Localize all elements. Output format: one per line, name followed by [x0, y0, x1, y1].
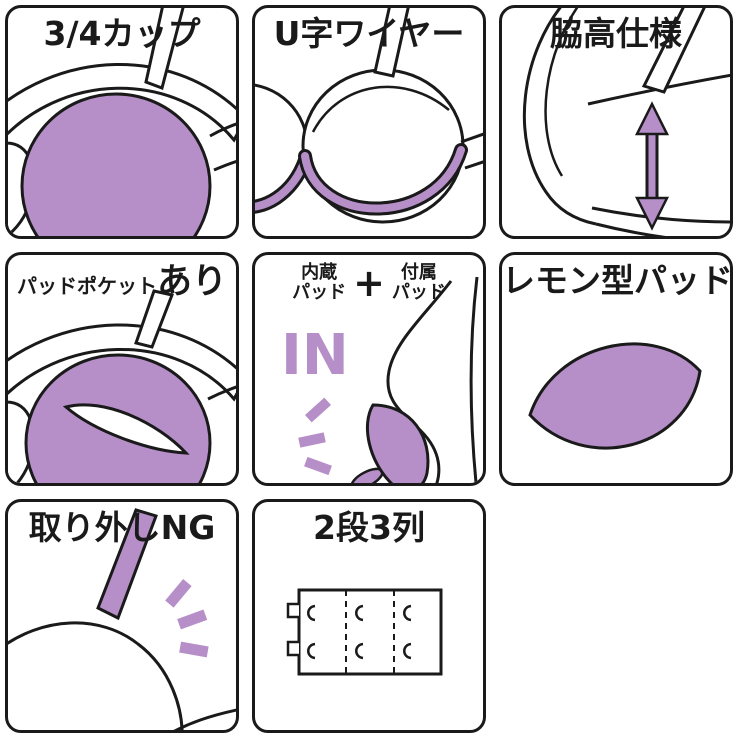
strap-shape	[144, 8, 185, 90]
cup-top-band-shape	[8, 62, 236, 143]
built-in-label-bottom: パッド	[292, 282, 347, 304]
bottom-band-line	[591, 206, 730, 224]
side-band-line	[213, 159, 236, 172]
pad-pocket-illustration	[8, 289, 236, 483]
hook-shape	[286, 602, 299, 619]
lemon-pad-title: レモン型パッド	[502, 261, 733, 300]
side-band-line	[207, 385, 236, 401]
removal-ng-title: 取り外しNG	[28, 508, 216, 547]
attached-label-top: 付属	[400, 262, 437, 283]
panel-high-side: 脇高仕様	[499, 5, 733, 239]
u-wire-illustration	[255, 8, 483, 224]
in-label: IN	[281, 323, 349, 388]
height-arrow-icon	[634, 101, 670, 231]
panel-hook-rows: 2段3列	[252, 499, 486, 733]
strap-shape	[134, 289, 175, 349]
built-in-pad-label: 内蔵 パッド	[292, 262, 347, 304]
plus-icon: +	[353, 261, 385, 306]
panel-removal-ng: 取り外しNG	[5, 499, 239, 733]
pads-title: 内蔵 パッド + 付属 パッド	[255, 261, 483, 306]
emphasis-marks-icon	[298, 397, 332, 476]
neckline-trim-line	[311, 85, 450, 133]
hook-rows-title: 2段3列	[313, 508, 425, 547]
strap-shape	[96, 508, 158, 621]
u-wire-title: U字ワイヤー	[273, 14, 465, 53]
pad-pocket-emphasis: あり	[156, 262, 227, 302]
pad-pocket-label: パッドポケット	[16, 274, 157, 298]
high-side-title: 脇高仕様	[550, 14, 682, 53]
side-band-line	[464, 160, 483, 170]
lemon-pad-illustration	[528, 342, 702, 450]
strap-ng-illustration	[8, 508, 236, 730]
hook-shape	[286, 640, 299, 657]
panel-lemon-pad: レモン型パッド	[499, 252, 733, 486]
pad-pocket-title: パッドポケットあり	[8, 263, 236, 302]
insert-pad-shape	[365, 403, 430, 483]
attached-pad-label: 付属 パッド	[391, 262, 446, 304]
attached-label-bottom: パッド	[391, 282, 446, 304]
panel-pad-pocket: パッドポケットあり	[5, 252, 239, 486]
underwire-shape	[255, 156, 309, 211]
three-quarter-cup-title: 3/4カップ	[43, 14, 201, 53]
body-profile-line	[386, 280, 453, 483]
panel-three-quarter-cup: 3/4カップ	[5, 5, 239, 239]
side-band-line	[460, 132, 483, 144]
cup-pad-shape	[20, 92, 212, 236]
hook-closure-illustration	[286, 588, 443, 676]
closure-band-shape	[297, 588, 443, 676]
cup-trim-line	[544, 8, 579, 177]
strap-shape	[641, 8, 706, 94]
cup-edge-line	[522, 8, 597, 226]
panel-u-wire: U字ワイヤー	[252, 5, 486, 239]
emphasis-marks-icon	[165, 579, 209, 658]
side-band-line	[209, 122, 236, 138]
eye-marks-icon	[307, 604, 412, 660]
cup-edge-line	[8, 621, 184, 730]
bottom-band-line	[595, 222, 666, 236]
panel-pads-in: 内蔵 パッド + 付属 パッド IN	[252, 252, 486, 486]
built-in-label-top: 内蔵	[301, 262, 338, 283]
cup-top-band-shape	[8, 323, 236, 402]
high-side-illustration	[522, 8, 730, 236]
body-side-line	[469, 276, 479, 483]
pocket-slit-shape	[62, 403, 190, 455]
lemon-pad-shape	[528, 342, 702, 450]
strap-shape	[373, 8, 410, 78]
band-line	[173, 708, 236, 730]
underwire-shape	[301, 146, 465, 213]
three-quarter-cup-illustration	[8, 8, 236, 236]
pad-insert-illustration	[298, 276, 479, 483]
